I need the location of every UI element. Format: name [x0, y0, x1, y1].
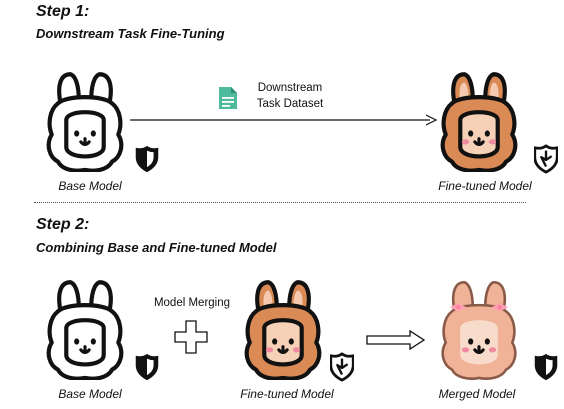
step2-subtitle: Combining Base and Fine-tuned Model: [36, 240, 277, 255]
finetuned-model-broken-shield-icon: [534, 144, 558, 174]
dataset-label-line2: Task Dataset: [256, 98, 324, 110]
step1-subtitle: Downstream Task Fine-Tuning: [36, 26, 225, 41]
step2-finetuned-model-llama-icon: [240, 276, 326, 380]
step2-base-caption: Base Model: [58, 387, 122, 401]
merge-arrow-icon: [366, 329, 426, 351]
section-divider: [34, 202, 526, 203]
step2-merged-caption: Merged Model: [438, 387, 516, 401]
finetune-arrow-icon: [130, 114, 438, 126]
merged-model-llama-icon: [441, 280, 517, 380]
base-model-shield-icon: [135, 145, 159, 173]
step2-base-model-llama-icon: [42, 276, 128, 380]
step2-title: Step 2:: [36, 216, 90, 233]
step1-base-caption: Base Model: [58, 179, 122, 193]
plus-icon: [174, 320, 208, 354]
finetuned-model-llama-icon: [436, 68, 522, 172]
model-merging-label: Model Merging: [153, 297, 231, 309]
step1-finetuned-caption: Fine-tuned Model: [438, 179, 532, 193]
step2-finetuned-model-broken-shield-icon: [330, 352, 354, 382]
merged-model-shield-icon: [534, 353, 558, 381]
step2-finetuned-caption: Fine-tuned Model: [240, 387, 334, 401]
document-icon: [219, 87, 237, 109]
dataset-label-line1: Downstream: [257, 82, 323, 94]
base-model-llama-icon: [42, 68, 128, 172]
step1-title: Step 1:: [36, 3, 90, 20]
step2-base-model-shield-icon: [135, 353, 159, 381]
